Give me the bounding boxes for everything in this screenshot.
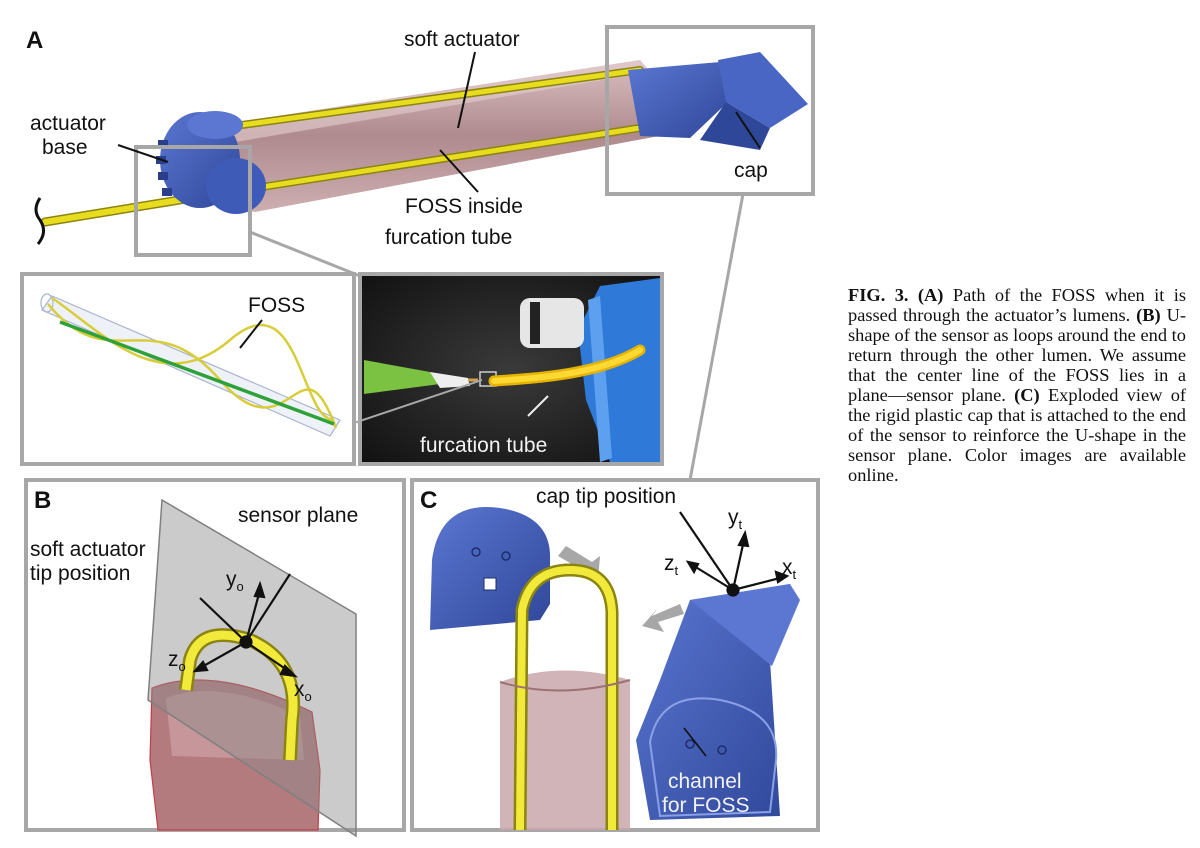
label-cap-tip: cap tip position — [536, 485, 676, 508]
foss-inset: FOSS — [20, 272, 356, 466]
tube-with-foss — [499, 563, 631, 831]
caption-fig-label: FIG. 3. — [848, 285, 909, 305]
panel-a: A — [20, 25, 815, 481]
axis-y-origin: yo — [226, 568, 244, 594]
caption-a-tag: (A) — [917, 285, 944, 305]
tip-axes — [679, 511, 790, 597]
caption-b-text: U-shape of the sensor as loops around th… — [848, 305, 1186, 405]
axis-x-tip: xt — [782, 556, 797, 582]
label-cap: cap — [734, 159, 768, 182]
foss-fibers — [40, 66, 682, 227]
figure-caption: FIG. 3. (A) Path of the FOSS when it is … — [848, 285, 1186, 485]
axis-z-tip: zt — [664, 552, 679, 578]
caption-a-text: Path of the FOSS when it is passed throu… — [848, 285, 1187, 325]
label-foss-inside: FOSS inside — [405, 195, 523, 218]
origin-axes — [192, 573, 299, 678]
axis-x-origin: xo — [294, 678, 312, 704]
panel-c-letter: C — [420, 487, 437, 514]
label-sensor-plane: sensor plane — [238, 504, 358, 527]
cap-assembled — [636, 584, 800, 820]
actuator-tube-end — [149, 679, 321, 831]
break-symbol — [34, 197, 45, 245]
actuator-base — [156, 111, 266, 214]
label-tip-position-2: tip position — [30, 562, 130, 585]
label-channel-2: for FOSS — [662, 794, 750, 817]
axis-y-tip: yt — [728, 506, 743, 532]
cap-zoom-frame — [605, 25, 815, 196]
panel-b: B sensor plane soft actuator tip positio… — [24, 478, 406, 838]
panel-b-letter: B — [34, 487, 51, 514]
label-soft-actuator: soft actuator — [404, 28, 520, 51]
panel-a-letter: A — [26, 27, 43, 54]
base-zoom-frame — [134, 145, 252, 257]
label-actuator-base-1: actuator — [30, 112, 106, 135]
label-furcation-tube: furcation tube — [385, 226, 512, 249]
figure-3: A — [20, 25, 820, 838]
caption-c-tag: (C) — [1014, 385, 1040, 405]
caption-b-tag: (B) — [1136, 305, 1161, 325]
inset-furcation-label: furcation tube — [420, 434, 547, 457]
label-tip-position-1: soft actuator — [30, 538, 146, 561]
panel-c: C — [410, 478, 820, 832]
axis-z-origin: zo — [168, 648, 186, 674]
photo-inset: furcation tube — [358, 272, 664, 466]
label-actuator-base-2: base — [42, 136, 88, 159]
caption-c-text: Exploded view of the rigid plastic cap t… — [848, 385, 1187, 485]
label-channel-1: channel — [668, 770, 742, 793]
cap-half-exploded — [430, 507, 551, 630]
arrow-left — [642, 604, 684, 632]
cap-part — [628, 52, 808, 150]
inset-foss-label: FOSS — [248, 294, 305, 317]
sensor-plane — [147, 498, 357, 838]
